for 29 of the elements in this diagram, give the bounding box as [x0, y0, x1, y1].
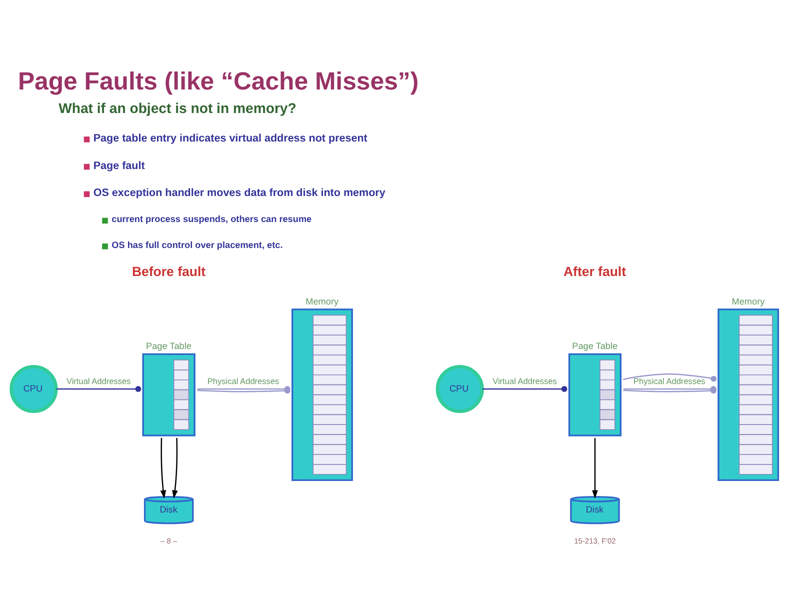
node-circle: CPU — [436, 364, 484, 413]
node-circle: CPU — [10, 364, 58, 413]
edge-label: Virtual Addresses — [492, 376, 557, 386]
label: 15-213, F'02 — [574, 536, 616, 545]
edge-label: Virtual Addresses — [66, 376, 131, 386]
label: current process suspends, others can resume — [112, 214, 312, 224]
label: Page fault — [93, 159, 145, 172]
label: After fault — [563, 264, 626, 279]
label: Before fault — [132, 264, 206, 279]
label: OS has full control over placement, etc. — [112, 239, 283, 250]
arrow — [160, 438, 166, 498]
label: – 8 – — [160, 536, 178, 545]
connector — [623, 387, 716, 394]
connector — [482, 386, 568, 392]
node-label: Page Table — [146, 340, 192, 351]
connector — [623, 372, 717, 382]
arrow — [172, 438, 178, 498]
node-label: Memory — [732, 296, 765, 306]
label: OS exception handler moves data from disk into memory — [93, 186, 386, 199]
connector — [197, 387, 290, 394]
node-label: Page Table — [572, 340, 618, 351]
edge-label: Physical Addresses — [634, 376, 706, 386]
edge-label: Physical Addresses — [207, 376, 280, 386]
label: Page table entry indicates virtual address not present — [93, 132, 368, 144]
arrow — [592, 438, 598, 498]
label: What if an object is not in memory? — [58, 99, 296, 116]
node-label: Memory — [306, 296, 339, 306]
connector — [56, 386, 142, 392]
diagram-title: Page Faults (like “Cache Misses”) — [18, 67, 419, 96]
